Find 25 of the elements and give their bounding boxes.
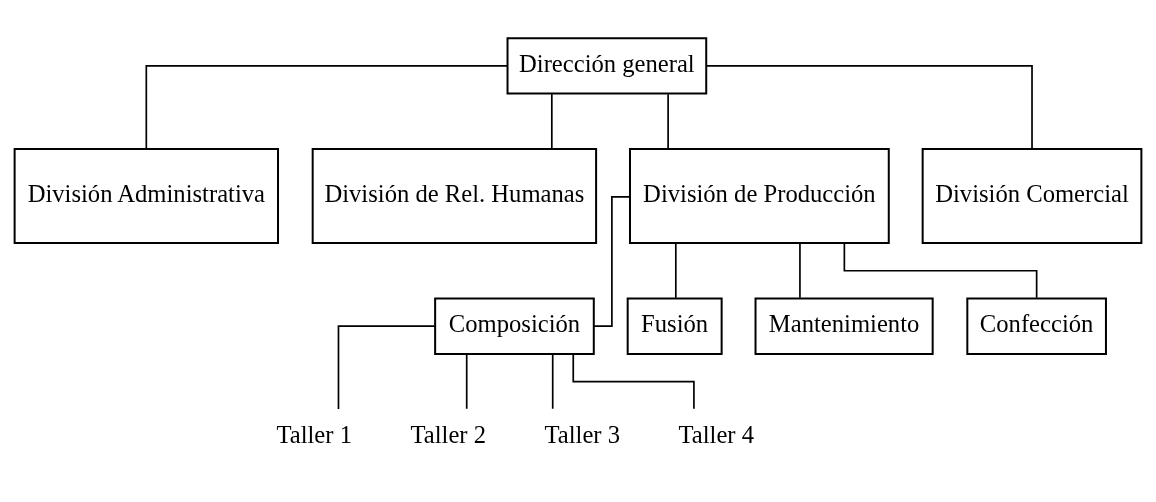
node-box: Fusión: [626, 297, 723, 355]
connector: [145, 64, 509, 150]
connector: [337, 324, 436, 410]
node-box: Mantenimiento: [754, 297, 934, 355]
node-text: Taller 3: [544, 420, 621, 448]
connector: [550, 92, 553, 150]
node-box: División Comercial: [921, 147, 1143, 244]
connector: [572, 353, 695, 410]
connector: [465, 352, 468, 410]
connector: [593, 195, 631, 327]
node-box: División de Rel. Humanas: [311, 147, 598, 244]
node-box: División Administrativa: [13, 147, 279, 244]
connector: [705, 64, 1033, 150]
connector: [551, 352, 554, 410]
node-text: Taller 2: [410, 420, 486, 448]
node-box: División de Producción: [629, 147, 890, 244]
node-box: Composición: [434, 297, 595, 355]
connector: [843, 242, 1038, 299]
connector: [674, 241, 677, 299]
node-text: Taller 1: [276, 420, 352, 448]
node-box: Confección: [966, 297, 1107, 355]
connector: [799, 241, 801, 299]
node-box: Dirección general: [506, 36, 708, 95]
connector: [667, 92, 669, 150]
node-text: Taller 4: [678, 420, 755, 448]
